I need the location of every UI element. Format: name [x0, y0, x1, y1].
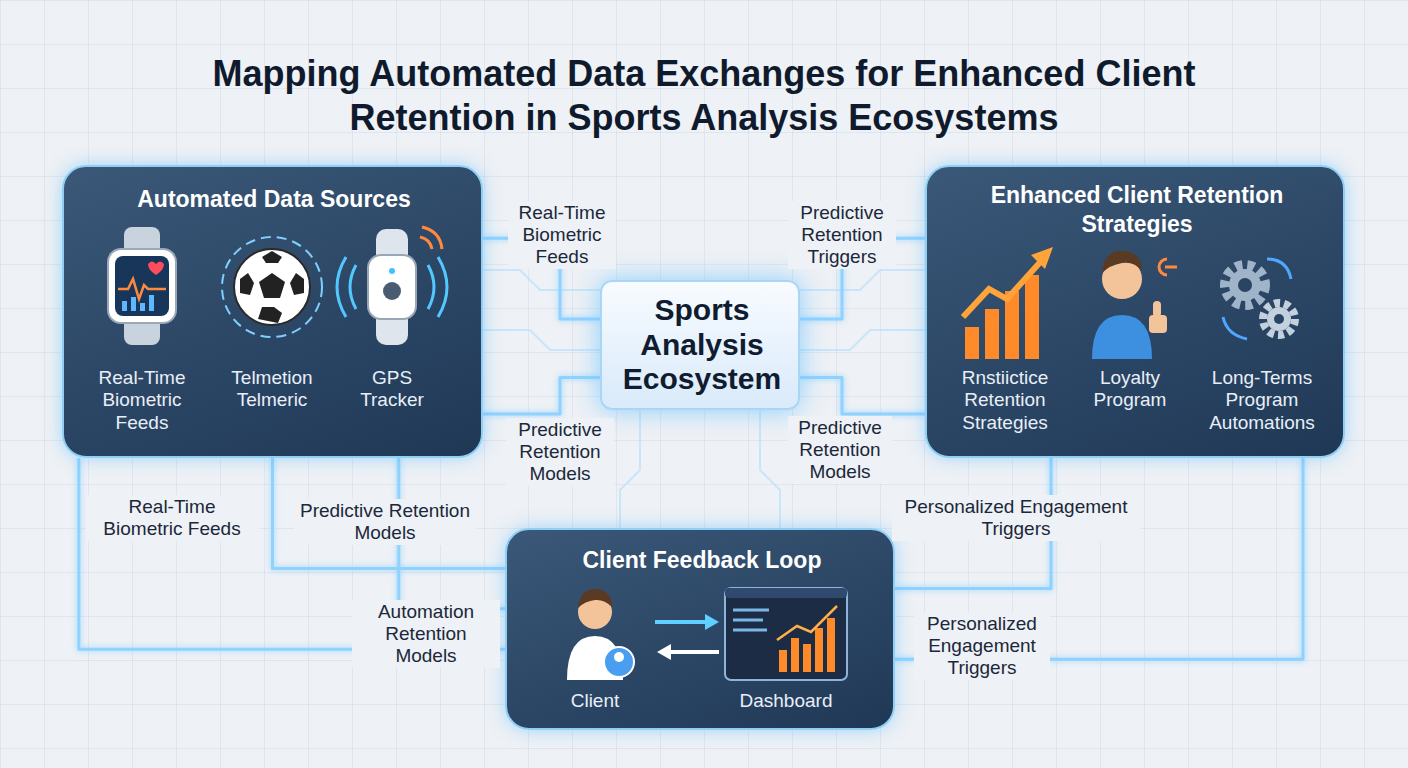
- connector-label: Predictive Retention Models: [294, 499, 477, 545]
- connector-line: [800, 378, 925, 415]
- feedback-panel: Client Feedback LoopClient Dashboard: [505, 528, 895, 730]
- connector-label: Personalized Engagement Triggers: [914, 612, 1050, 681]
- connector-label: Real-Time Biometric Feeds: [508, 201, 616, 270]
- icon-label: Loyalty Program: [1082, 367, 1178, 412]
- circuit-traces: [483, 270, 925, 528]
- panel-heading: Automated Data Sources: [79, 185, 469, 214]
- connector-label: Predictive Retention Models: [788, 416, 892, 485]
- connector-line: [483, 378, 600, 415]
- icon-label: Real-Time Biometric Feeds: [83, 367, 201, 434]
- connector-line: [273, 458, 506, 568]
- connector-label: Automation Retention Models: [352, 600, 500, 669]
- hub-box: Sports Analysis Ecosystem: [600, 280, 800, 410]
- panel-heading: Enhanced Client Retention Strategies: [952, 181, 1322, 239]
- connector-label: Predictive Retention Models: [506, 418, 614, 487]
- connector-label: Personalized Engagement Triggers: [892, 495, 1140, 541]
- icon-label: Long-Terms Program Automations: [1196, 367, 1328, 434]
- diagram-title: Mapping Automated Data Exchanges for Enh…: [164, 52, 1244, 140]
- connector-label: Real-Time Biometric Feeds: [86, 495, 259, 541]
- icon-label: GPS Tracker: [350, 367, 434, 412]
- hub-label: Sports Analysis Ecosystem: [609, 293, 795, 397]
- connector-label: Predictive Retention Triggers: [788, 201, 896, 270]
- icon-label: Rnstiictice Retention Strategies: [943, 367, 1067, 434]
- icon-label: Dashboard: [721, 690, 851, 712]
- icon-label: Telmetion Telmeric: [216, 367, 328, 412]
- panel-heading: Client Feedback Loop: [522, 546, 882, 575]
- icon-label: Client: [540, 690, 650, 712]
- source-panel: Automated Data SourcesReal-Time Biometri…: [62, 165, 483, 458]
- strategy-panel: Enhanced Client Retention StrategiesRnst…: [925, 165, 1345, 458]
